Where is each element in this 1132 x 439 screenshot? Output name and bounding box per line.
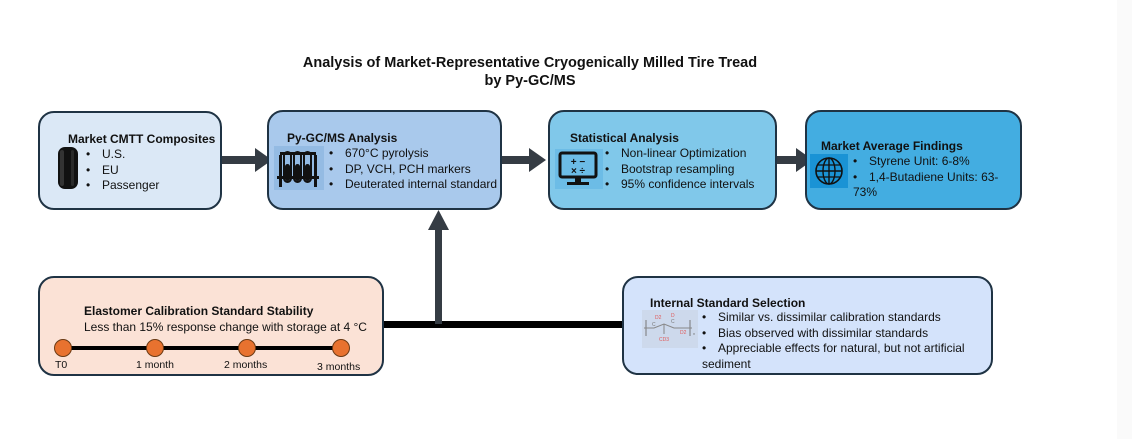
- stability-title: Elastomer Calibration Standard Stability: [84, 304, 314, 318]
- list-item: U.S.: [86, 147, 159, 163]
- calculator-monitor-icon: + − × ÷: [555, 149, 603, 189]
- list-item: Similar vs. dissimilar calibration stand…: [702, 310, 991, 326]
- list-item: Appreciable effects for natural, but not…: [702, 341, 991, 372]
- list-item: Bias observed with dissimilar standards: [702, 326, 991, 342]
- internal-standard-title: Internal Standard Selection: [650, 296, 806, 310]
- list-item: EU: [86, 163, 159, 179]
- list-item: Styrene Unit: 6-8%: [853, 154, 1020, 170]
- diagram-title: Analysis of Market-Representative Cryoge…: [280, 54, 780, 90]
- timeline-label-1-month: 1 month: [136, 359, 174, 371]
- list-item: Non-linear Optimization: [605, 146, 754, 162]
- svg-text:n: n: [693, 331, 695, 336]
- structure-label: D2: [655, 315, 662, 321]
- arrow-pygcms-to-stats: [502, 148, 546, 172]
- pygcms-list: 670°C pyrolysis DP, VCH, PCH markers Deu…: [329, 146, 497, 193]
- pygcms-box: Py-GC/MS Analysis 670°C pyrolysis DP, VC…: [267, 110, 502, 210]
- internal-standard-list: Similar vs. dissimilar calibration stand…: [702, 310, 991, 372]
- arrow-stats-to-findings: [777, 148, 813, 172]
- timeline-line: [62, 346, 342, 350]
- market-cmtt-list: U.S. EU Passenger: [86, 147, 159, 194]
- list-item: 670°C pyrolysis: [329, 146, 497, 162]
- page-edge-strip: [1117, 0, 1132, 439]
- globe-icon: [810, 154, 848, 188]
- market-findings-list: Styrene Unit: 6-8% 1,4-Butadiene Units: …: [853, 154, 1020, 201]
- title-line-2: by Py-GC/MS: [484, 73, 576, 89]
- list-item: Passenger: [86, 178, 159, 194]
- statistical-analysis-box: Statistical Analysis + − × ÷ Non-linear …: [548, 110, 777, 210]
- pygcms-title: Py-GC/MS Analysis: [287, 131, 398, 145]
- list-item: 95% confidence intervals: [605, 177, 754, 193]
- vertical-arrow-shaft: [435, 226, 442, 324]
- statistical-analysis-list: Non-linear Optimization Bootstrap resamp…: [605, 146, 754, 193]
- stability-box: Elastomer Calibration Standard Stability…: [38, 276, 384, 376]
- timeline-label-t0: T0: [55, 359, 68, 371]
- deuterated-polymer-structure-icon: C D2 C D D2 CD3 n: [642, 310, 698, 348]
- svg-text:× ÷: × ÷: [571, 166, 586, 177]
- structure-label: D2: [680, 330, 687, 336]
- statistical-analysis-title: Statistical Analysis: [570, 131, 679, 145]
- bottom-connector-line: [383, 321, 623, 328]
- list-item: 1,4-Butadiene Units: 63-73%: [853, 170, 1020, 201]
- market-cmtt-box: Market CMTT Composites U.S. EU Passenger: [38, 111, 222, 210]
- structure-label: D: [671, 313, 675, 319]
- list-item: Bootstrap resampling: [605, 162, 754, 178]
- market-cmtt-title: Market CMTT Composites: [68, 132, 216, 146]
- structure-label: CD3: [659, 337, 669, 343]
- svg-text:+ −: + −: [571, 157, 586, 168]
- timeline-label-3-months: 3 months: [317, 361, 361, 373]
- timeline-dot-2-months: [238, 339, 256, 357]
- timeline-dot-t0: [54, 339, 72, 357]
- timeline-label-2-months: 2 months: [224, 359, 268, 371]
- internal-standard-box: Internal Standard Selection C D2 C D D2 …: [622, 276, 993, 375]
- arrow-market-to-pygcms: [222, 148, 272, 172]
- stability-subtitle: Less than 15% response change with stora…: [84, 320, 367, 334]
- market-findings-box: Market Average Findings Styrene Unit: 6-…: [805, 110, 1022, 210]
- list-item: DP, VCH, PCH markers: [329, 162, 497, 178]
- test-tubes-icon: [274, 146, 324, 190]
- market-findings-title: Market Average Findings: [821, 139, 963, 153]
- tire-icon: [58, 147, 78, 189]
- svg-text:C: C: [671, 319, 675, 325]
- title-line-1: Analysis of Market-Representative Cryoge…: [302, 55, 758, 71]
- list-item: Deuterated internal standard: [329, 177, 497, 193]
- svg-text:C: C: [652, 322, 656, 328]
- timeline-dot-3-months: [332, 339, 350, 357]
- timeline-dot-1-month: [146, 339, 164, 357]
- arrow-up-to-pygcms: [428, 210, 449, 230]
